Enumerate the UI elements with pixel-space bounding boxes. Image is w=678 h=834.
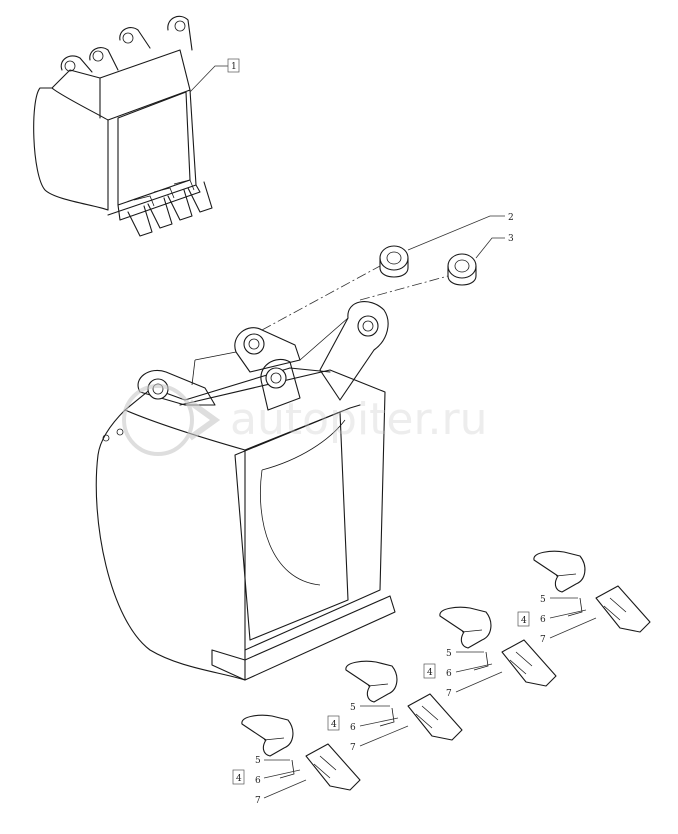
bushing-part-3 [447, 237, 505, 286]
callout-6-set3: 6 [446, 669, 452, 679]
watermark-text: autopiter.ru [230, 394, 488, 445]
callout-4-set2: 4 [331, 720, 337, 730]
callout-7-set1: 7 [255, 796, 261, 806]
callout-5-set2: 5 [350, 703, 356, 713]
tooth-set-4 [517, 550, 651, 633]
callout-7-set3: 7 [446, 689, 452, 699]
callout-5-set4: 5 [540, 595, 546, 605]
callout-6-set2: 6 [350, 723, 356, 733]
callout-4-set4: 4 [521, 616, 527, 626]
callout-5-set3: 5 [446, 649, 452, 659]
callout-2: 2 [508, 213, 514, 223]
callout-4-set3: 4 [427, 668, 433, 678]
callout-1: 1 [231, 62, 237, 72]
bushing-part-2 [379, 215, 505, 278]
assembly-line-2 [359, 275, 449, 301]
callout-7-set2: 7 [350, 743, 356, 753]
tooth-set-1 [232, 714, 361, 791]
callout-5-set1: 5 [255, 756, 261, 766]
watermark: autopiter.ru [122, 384, 488, 456]
tooth-set-2 [327, 660, 463, 741]
callout-7-set4: 7 [540, 635, 546, 645]
assembly-line-1 [261, 265, 381, 331]
bucket-assembly-small [33, 15, 213, 237]
bucket-large [95, 301, 396, 681]
callout-4-set1: 4 [236, 774, 242, 784]
callout-6-set4: 6 [540, 615, 546, 625]
callout-6-set1: 6 [255, 776, 261, 786]
callout-box-1 [227, 58, 240, 73]
callout-3: 3 [508, 234, 514, 244]
tooth-set-3 [423, 606, 557, 687]
